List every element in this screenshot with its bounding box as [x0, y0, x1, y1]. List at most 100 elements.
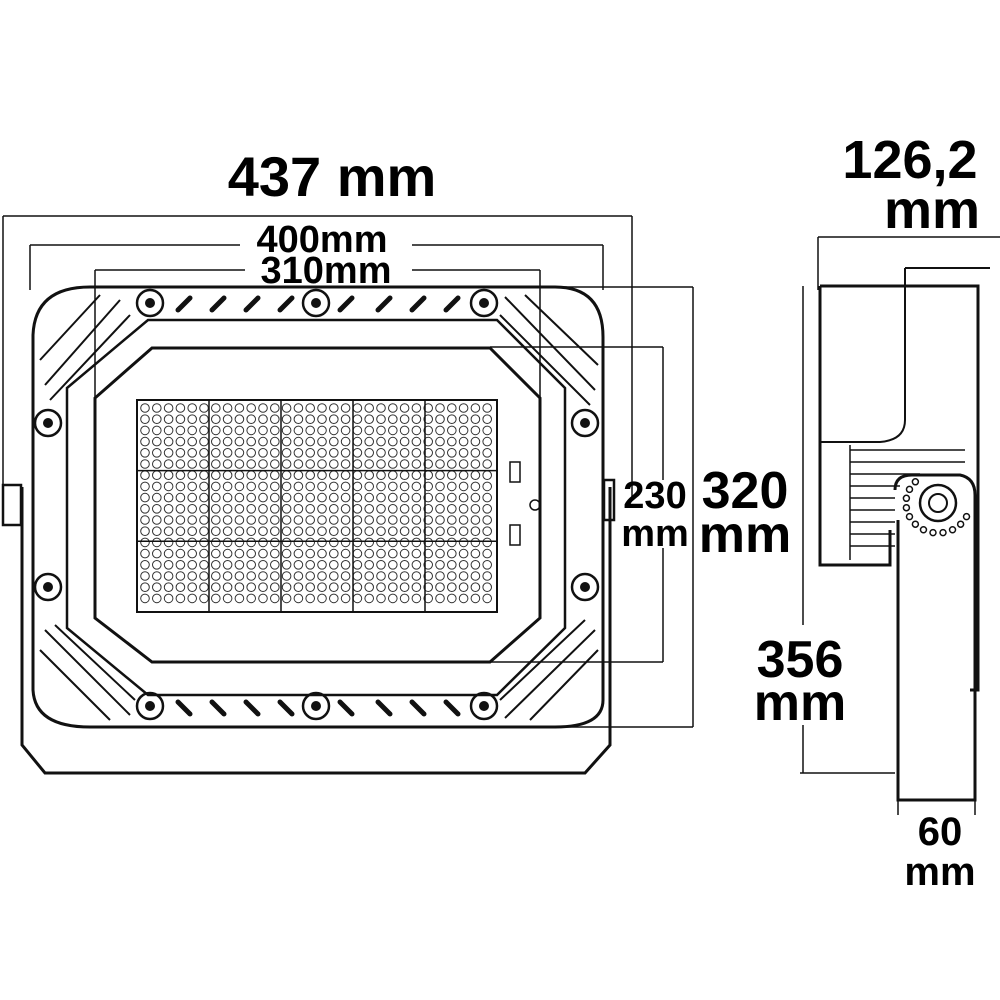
led-chip [329, 593, 339, 604]
led-chip [435, 414, 445, 425]
led-chip [258, 414, 268, 425]
led-chip [246, 403, 256, 413]
led-chip [211, 492, 221, 503]
led-height-unit-label: mm [621, 513, 689, 555]
led-chip [458, 448, 469, 458]
adjust-hole [902, 503, 911, 512]
led-chip [222, 436, 233, 447]
led-chip [470, 548, 481, 559]
led-chip [340, 560, 351, 570]
led-chip [364, 403, 375, 413]
led-chip [140, 504, 150, 514]
led-chip [187, 425, 197, 436]
frame-screws [33, 288, 600, 721]
led-chip [246, 571, 256, 581]
led-chip [152, 470, 162, 481]
led-chip [163, 537, 174, 548]
led-chip [270, 470, 280, 481]
led-chip [482, 515, 493, 525]
led-chip [329, 414, 339, 425]
led-chip [352, 582, 363, 593]
led-chip [447, 560, 457, 570]
led-chip [246, 481, 256, 492]
led-chip [423, 492, 434, 503]
led-chip [222, 414, 233, 425]
led-chip [482, 582, 493, 593]
led-chip [258, 571, 268, 581]
led-chip [305, 436, 316, 447]
led-chip [270, 436, 280, 447]
led-chip [352, 425, 363, 436]
led-chip [470, 448, 481, 458]
led-chip [281, 526, 292, 537]
bracket-width-unit-label: mm [904, 850, 975, 894]
led-chip [140, 403, 150, 413]
led-chip [293, 571, 304, 581]
led-chip [388, 526, 398, 537]
led-chip [482, 470, 493, 481]
led-chip [470, 593, 481, 604]
led-chip [246, 548, 256, 559]
led-chip [187, 526, 197, 537]
adjust-hole [911, 520, 920, 528]
tilt-adjust-holes [902, 478, 971, 537]
led-chip [482, 448, 493, 458]
led-chip [305, 526, 316, 537]
led-chip [470, 526, 481, 537]
led-chip [388, 470, 398, 481]
led-chip [187, 504, 197, 514]
led-chip [270, 459, 280, 469]
led-chip [258, 459, 268, 469]
vent-valve [529, 499, 541, 511]
led-chip [163, 504, 174, 514]
led-chip [388, 459, 398, 469]
led-chip [470, 436, 481, 447]
led-chip [317, 470, 327, 481]
led-chip [435, 571, 445, 581]
screw-head [580, 582, 590, 592]
led-chip [340, 470, 351, 481]
led-chip [470, 414, 481, 425]
led-chip [340, 526, 351, 537]
led-chip [258, 582, 268, 593]
led-chip [482, 403, 493, 413]
led-chip [140, 448, 150, 458]
led-chip [482, 504, 493, 514]
led-chip [140, 582, 150, 593]
led-chip [352, 492, 363, 503]
led-chip [329, 526, 339, 537]
led-chip [281, 548, 292, 559]
led-chip [482, 560, 493, 570]
led-chip [340, 548, 351, 559]
led-chip [152, 560, 162, 570]
led-chip [470, 571, 481, 581]
led-chip [211, 526, 221, 537]
led-chip [175, 414, 186, 425]
led-chip [423, 548, 434, 559]
led-chip [364, 560, 375, 570]
led-chip [258, 526, 268, 537]
led-chip [388, 548, 398, 559]
led-chip [317, 548, 327, 559]
led-chip [270, 537, 280, 548]
led-chip [199, 470, 209, 481]
led-chip [175, 448, 186, 458]
led-chip [152, 459, 162, 469]
led-chip [234, 526, 245, 537]
led-chip [411, 515, 422, 525]
led-chip [317, 448, 327, 458]
led-chip [447, 425, 457, 436]
led-chip [447, 526, 457, 537]
led-chip [376, 492, 386, 503]
led-chip [411, 560, 422, 570]
connector-bottom [509, 524, 521, 546]
led-chip [140, 492, 150, 503]
led-chip [211, 537, 221, 548]
led-chip [470, 403, 481, 413]
led-chip [270, 425, 280, 436]
led-chip [423, 593, 434, 604]
led-chip [305, 414, 316, 425]
led-chip [163, 425, 174, 436]
led-chip [340, 492, 351, 503]
led-chip [399, 548, 410, 559]
